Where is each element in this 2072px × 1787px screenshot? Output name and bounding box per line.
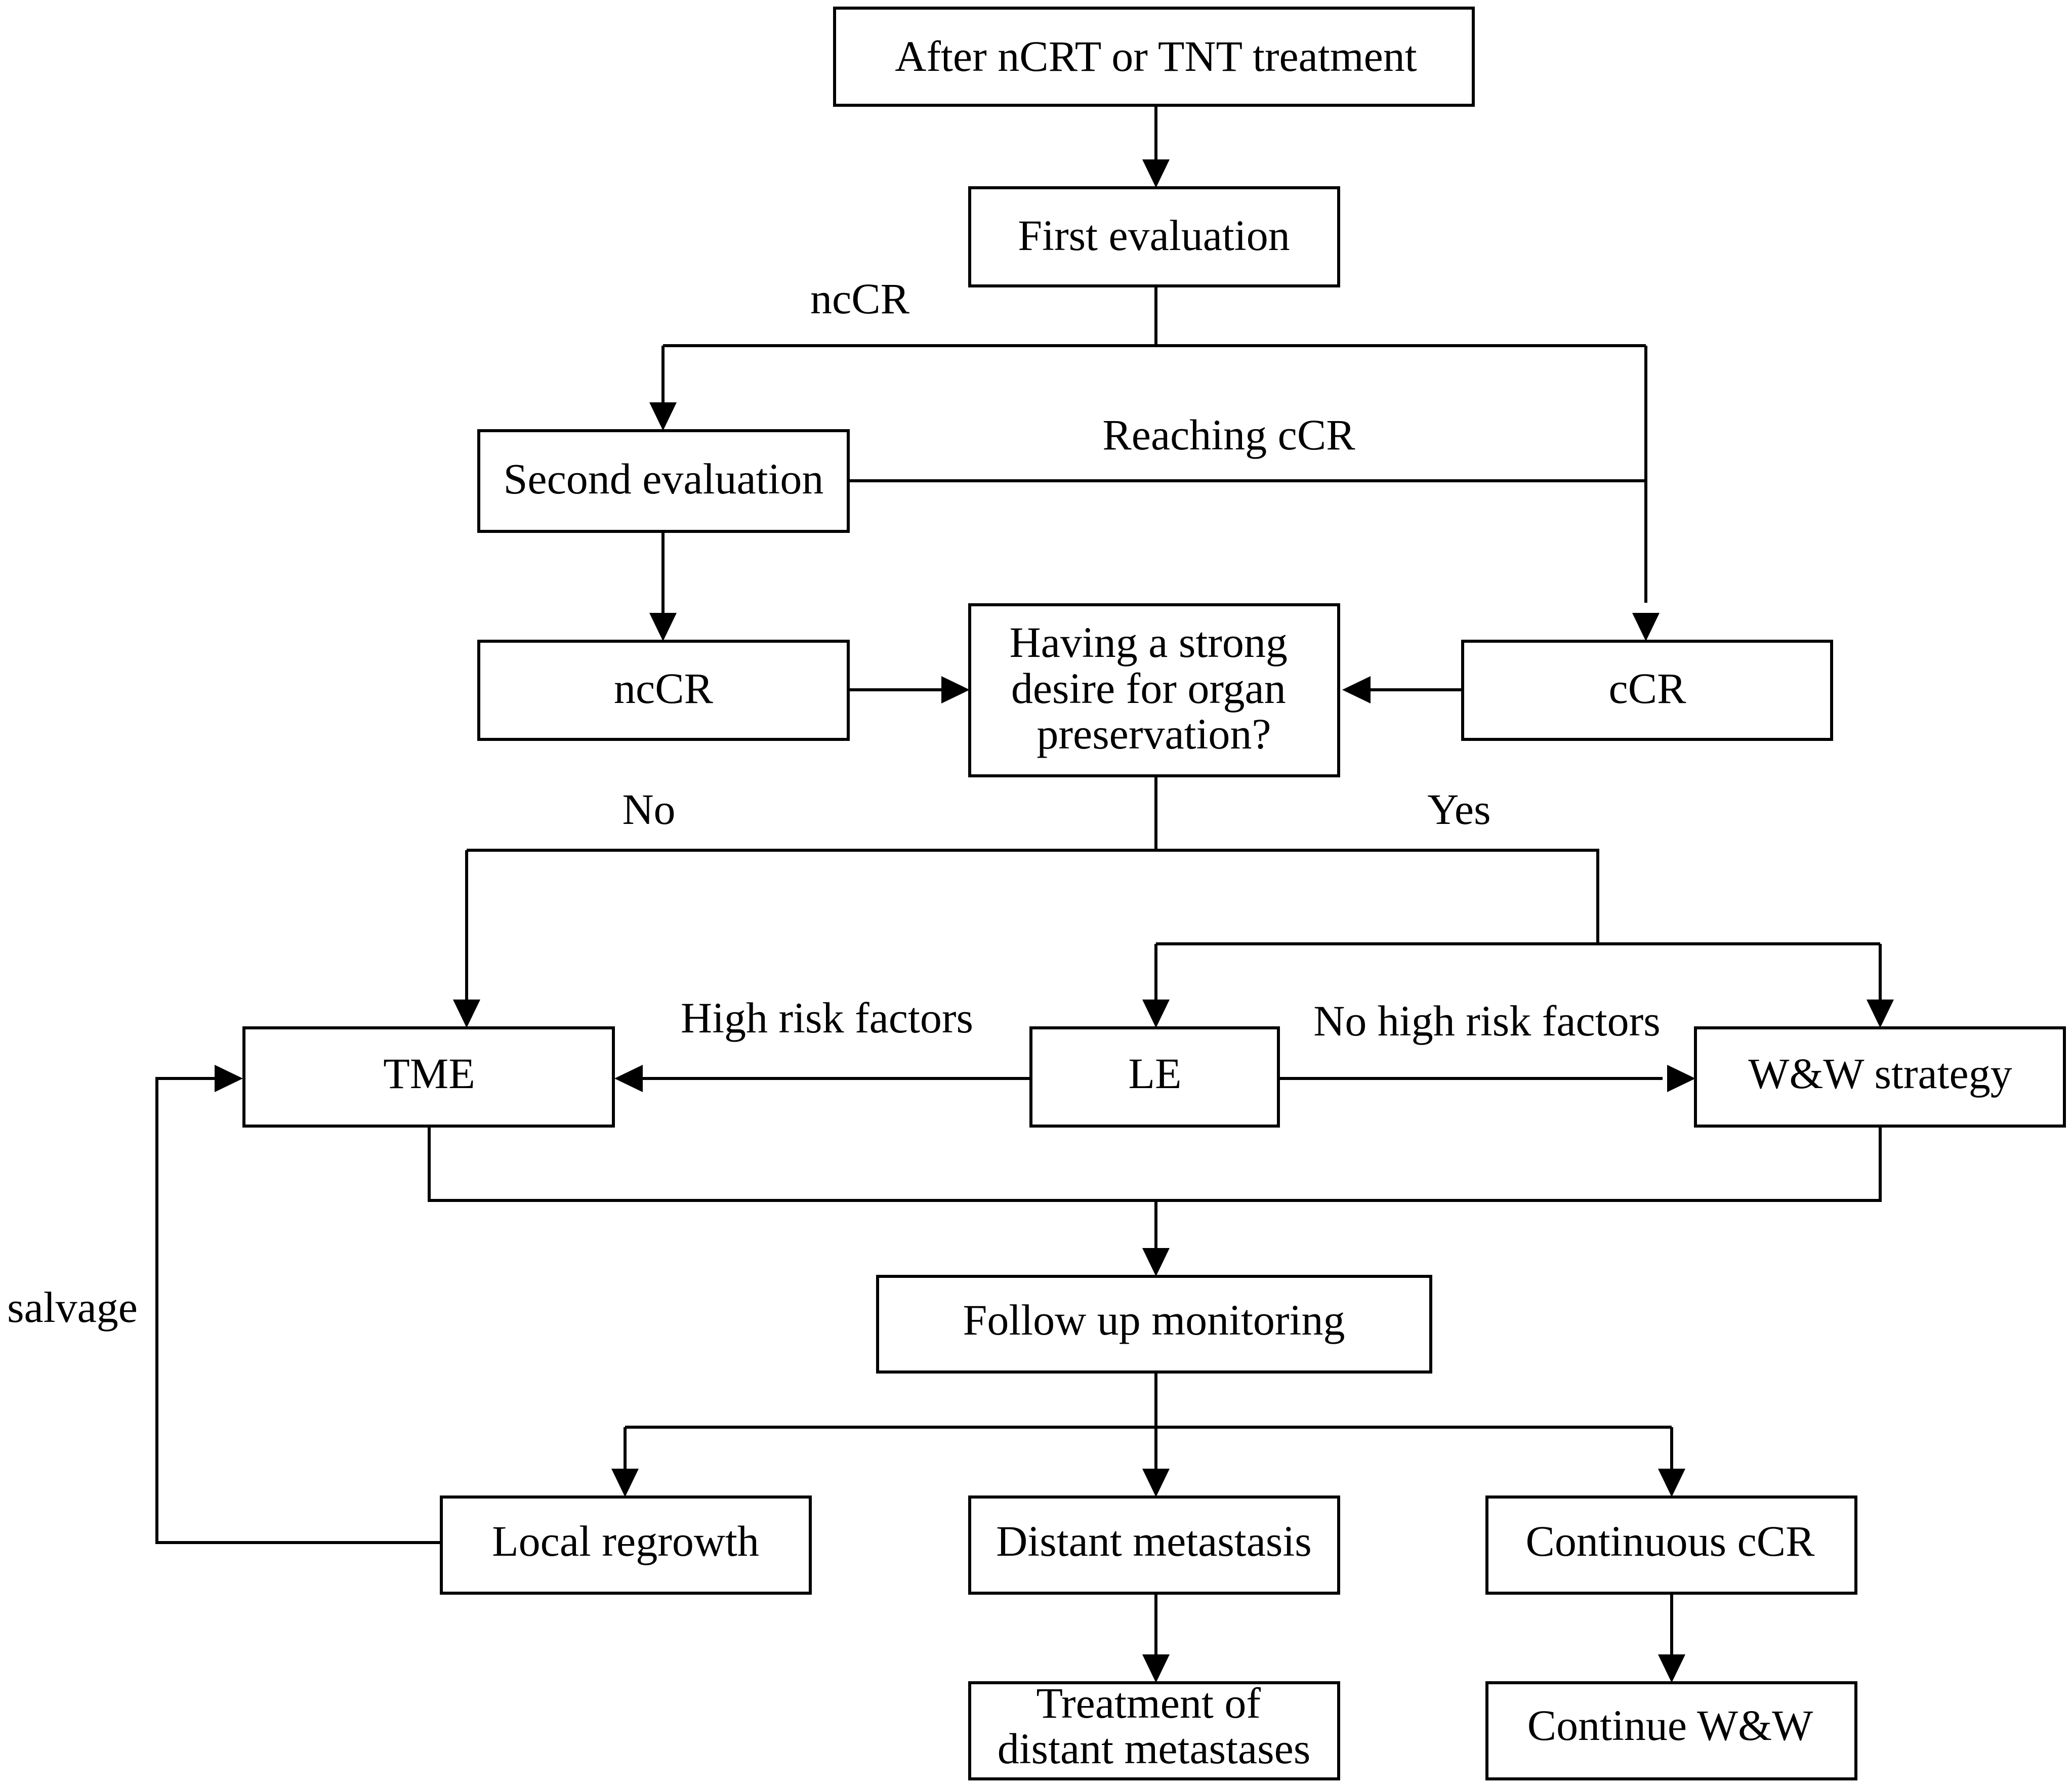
arrowhead-local-regrowth [611,1469,639,1497]
node-continue-ww-box [1485,1681,1857,1780]
edge-tme-ww-merge [428,1126,1882,1202]
node-first-eval-text: First evaluation [1018,211,1290,260]
node-treatment-distant-line-2: distant metastases [998,1724,1311,1773]
label-no: No [622,785,675,834]
arrowhead-treatment-distant [1142,1654,1170,1683]
arrowhead-salvage-tme [215,1065,243,1092]
node-desire-line-3: preservation? [1037,710,1271,758]
node-treatment-distant-box [968,1681,1340,1780]
label-nccr: ncCR [810,274,910,323]
node-continuous-ccr-text: Continuous cCR [1525,1517,1815,1565]
node-distant-metastasis-line: Distant metastasis [996,1517,1311,1565]
node-ww-box [1694,1026,2066,1128]
node-texts: After nCRT or TNT treatment First evalua… [383,32,2012,1773]
arrowhead-follow-up [1142,1248,1170,1276]
arrowhead-desire-right [1342,676,1371,703]
label-no-high-risk: No high risk factors [1313,996,1660,1045]
node-follow-up-text: Follow up monitoring [963,1296,1345,1344]
arrowhead-ccr [1632,613,1660,641]
node-local-regrowth-line: Local regrowth [492,1517,759,1565]
node-ww-line: W&W strategy [1748,1049,2012,1098]
node-first-eval-line: First evaluation [1018,211,1290,260]
arrowhead-le-top [1142,1000,1170,1028]
node-boxes [242,7,2066,1780]
node-start-text: After nCRT or TNT treatment [895,32,1417,80]
node-ccr-line: cCR [1609,664,1687,713]
label-reaching-ccr: Reaching cCR [1102,410,1355,459]
arrowhead-continuous-ccr [1658,1469,1685,1497]
node-tme-box [242,1026,615,1128]
arrowhead-tme-top [453,1000,480,1028]
node-nccr-box [477,640,850,741]
node-follow-up-box [876,1275,1432,1374]
edge-first-eval-split [663,286,1646,347]
node-second-eval-line: Second evaluation [504,454,824,503]
node-second-eval-text: Second evaluation [504,454,824,503]
arrowhead-first-eval [1142,159,1170,188]
node-desire-text: Having a strong desire for organ preserv… [1010,618,1299,758]
arrowhead-tme-right [614,1065,643,1092]
node-treatment-distant-text: Treatment of distant metastases [998,1679,1311,1773]
label-high-risk: High risk factors [681,993,973,1042]
connectors [155,105,1882,1659]
node-desire-box [968,603,1340,777]
arrowheads [215,159,1894,1683]
node-continuous-ccr-line: Continuous cCR [1525,1517,1815,1565]
node-local-regrowth-text: Local regrowth [492,1517,759,1565]
node-continuous-ccr-box [1485,1495,1857,1595]
node-distant-metastasis-text: Distant metastasis [996,1517,1311,1565]
node-tme-text: TME [383,1049,475,1098]
arrowhead-second-eval [649,402,677,431]
label-salvage: salvage [7,1283,138,1332]
node-continue-ww-line: Continue W&W [1527,1701,1813,1750]
node-tme-line: TME [383,1049,475,1098]
arrowhead-desire-left [941,676,970,703]
edge-labels: ncCR Reaching cCR No Yes High risk facto… [7,274,1661,1332]
arrowhead-ww-top [1867,1000,1894,1028]
edge-salvage-to-tme [155,1077,441,1544]
node-start-line: After nCRT or TNT treatment [895,32,1417,80]
node-ccr-text: cCR [1609,664,1687,713]
node-treatment-distant-line-1: Treatment of [1037,1679,1261,1727]
node-ww-text: W&W strategy [1748,1049,2012,1098]
node-distant-metastasis-box [968,1495,1340,1595]
node-start-box [833,7,1475,107]
node-desire-line-1: Having a strong [1010,618,1288,667]
arrowhead-continue-ww [1658,1654,1685,1683]
node-second-eval-box [477,429,850,533]
node-le-text: LE [1128,1049,1181,1098]
arrowhead-ww-left [1667,1065,1695,1092]
node-first-eval-box [968,186,1340,287]
node-le-box [1029,1026,1280,1128]
node-follow-up-line: Follow up monitoring [963,1296,1345,1344]
node-ccr-box [1461,640,1833,741]
node-nccr-line: ncCR [614,664,714,713]
arrowhead-nccr [649,613,677,641]
edge-follow-up-split [625,1372,1672,1429]
node-local-regrowth-box [440,1495,812,1595]
node-continue-ww-text: Continue W&W [1527,1701,1813,1750]
label-yes: Yes [1427,785,1490,834]
arrowhead-distant-metastasis [1142,1469,1170,1497]
edge-desire-split [467,776,1880,945]
node-desire-line-2: desire for organ [1011,664,1286,713]
node-nccr-text: ncCR [614,664,714,713]
node-le-line: LE [1128,1049,1181,1098]
